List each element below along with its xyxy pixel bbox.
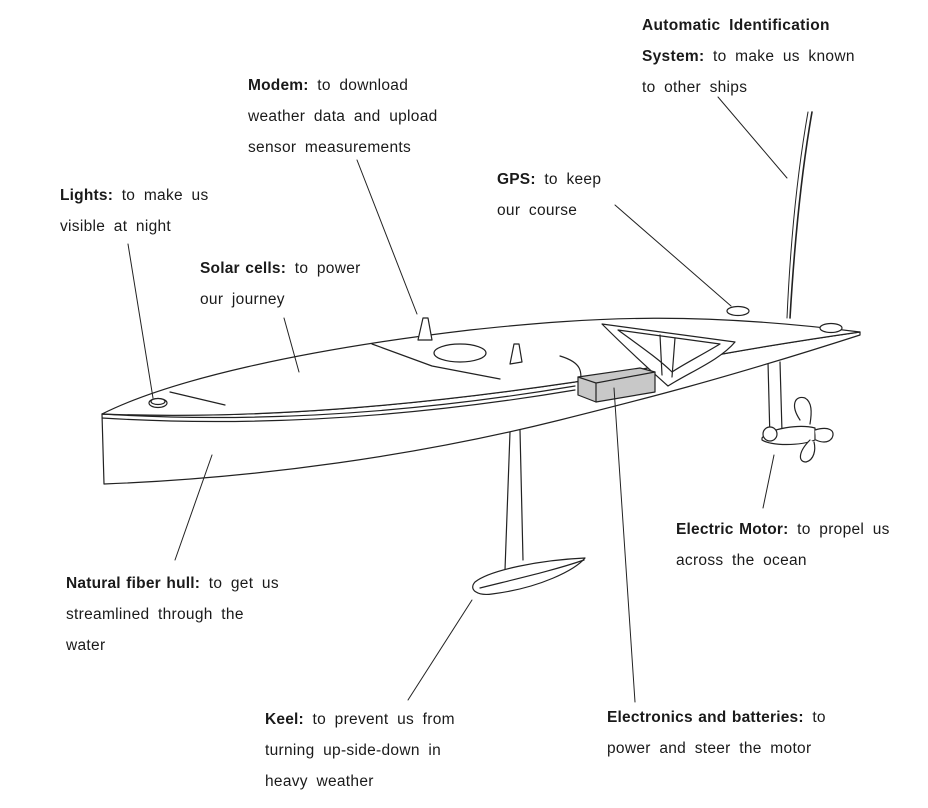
electronics-text-2: power and steer the motor xyxy=(607,740,812,757)
solar-title: Solar cells xyxy=(200,260,286,277)
propeller xyxy=(761,396,834,463)
keel-text-2: turning up-side-down in xyxy=(265,742,442,759)
deck-hatch xyxy=(433,343,487,363)
solar-text-2: our journey xyxy=(200,291,285,308)
lights-text-2: visible at night xyxy=(60,218,172,235)
motor-title: Electric Motor xyxy=(676,521,789,538)
gps-dome xyxy=(726,305,750,317)
callout-electronics: Electronics and batteries to power and s… xyxy=(607,702,826,764)
ais-title-2: System: xyxy=(642,48,705,65)
hull-text-2: streamlined through the xyxy=(66,606,244,623)
modem-text-3: sensor measurements xyxy=(248,139,412,156)
ais-title-1: Automatic Identification xyxy=(642,17,830,34)
keel-text-3: heavy weather xyxy=(265,773,374,790)
ais-text-2: to other ships xyxy=(642,79,748,96)
callout-keel: Keel to prevent us from turning up-side-… xyxy=(265,704,455,797)
keel-fin xyxy=(504,429,524,571)
motor-text-1: to propel us xyxy=(797,521,890,538)
callout-lights: Lights to make us visible at night xyxy=(60,180,209,242)
keel-text-1: to prevent us from xyxy=(312,711,455,728)
modem-text-2: weather data and upload xyxy=(248,108,438,125)
modem-title: Modem xyxy=(248,77,309,94)
callout-gps: GPS to keep our course xyxy=(497,164,601,226)
gps-text-2: our course xyxy=(497,202,578,219)
callout-hull: Natural fiber hull to get us streamlined… xyxy=(66,568,279,661)
callout-modem: Modem to download weather data and uploa… xyxy=(248,70,438,163)
lights-title: Lights xyxy=(60,187,113,204)
hull-text-3: water xyxy=(66,637,106,654)
electronics-title: Electronics and batteries xyxy=(607,709,804,726)
modem-text-1: to download xyxy=(317,77,409,94)
hull-title: Natural fiber hull xyxy=(66,575,200,592)
keel-title: Keel xyxy=(265,711,304,728)
hull-text-1: to get us xyxy=(208,575,279,592)
ais-antenna xyxy=(789,111,813,319)
callout-motor: Electric Motor to propel us across the o… xyxy=(676,514,890,576)
motor-text-2: across the ocean xyxy=(676,552,807,569)
electronics-box xyxy=(577,367,656,403)
callout-solar: Solar cells to power our journey xyxy=(200,253,361,315)
callout-ais: Automatic Identification System: to make… xyxy=(642,10,855,103)
modem-dome xyxy=(417,317,433,341)
solar-text-1: to power xyxy=(294,260,361,277)
gps-title: GPS xyxy=(497,171,536,188)
electronics-text-1: to xyxy=(812,709,826,726)
gps-text-1: to keep xyxy=(544,171,602,188)
ais-text-1: to make us known xyxy=(713,48,855,65)
lights-text-1: to make us xyxy=(121,187,209,204)
